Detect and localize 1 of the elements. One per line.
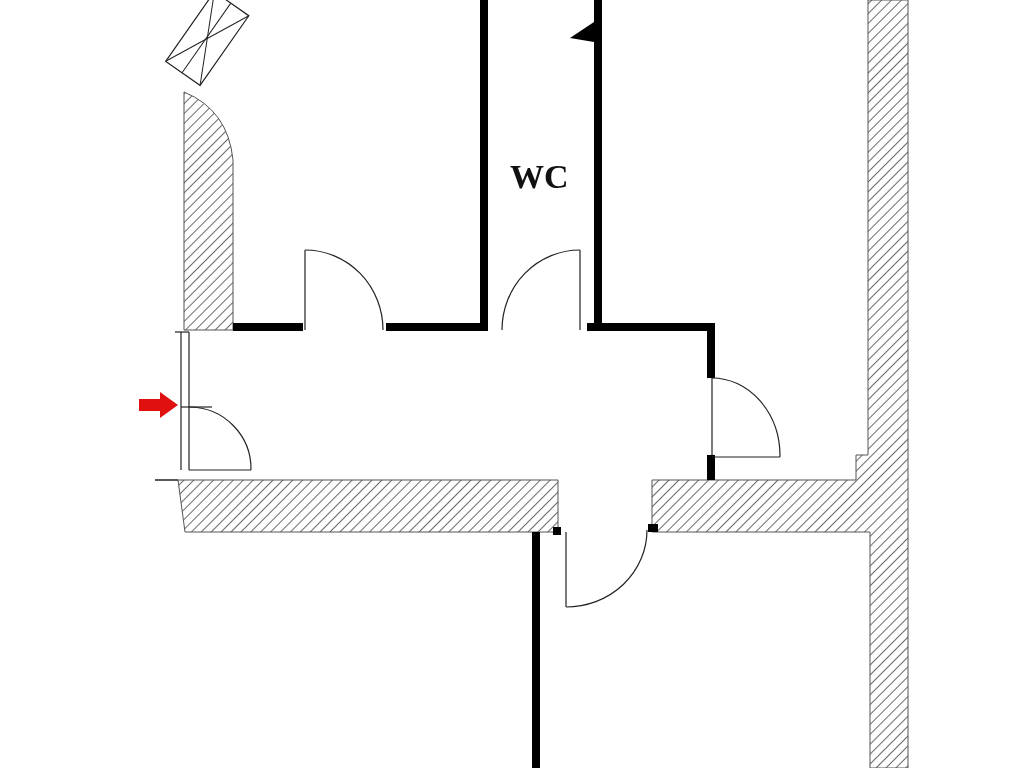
room-label: WC — [510, 158, 569, 196]
